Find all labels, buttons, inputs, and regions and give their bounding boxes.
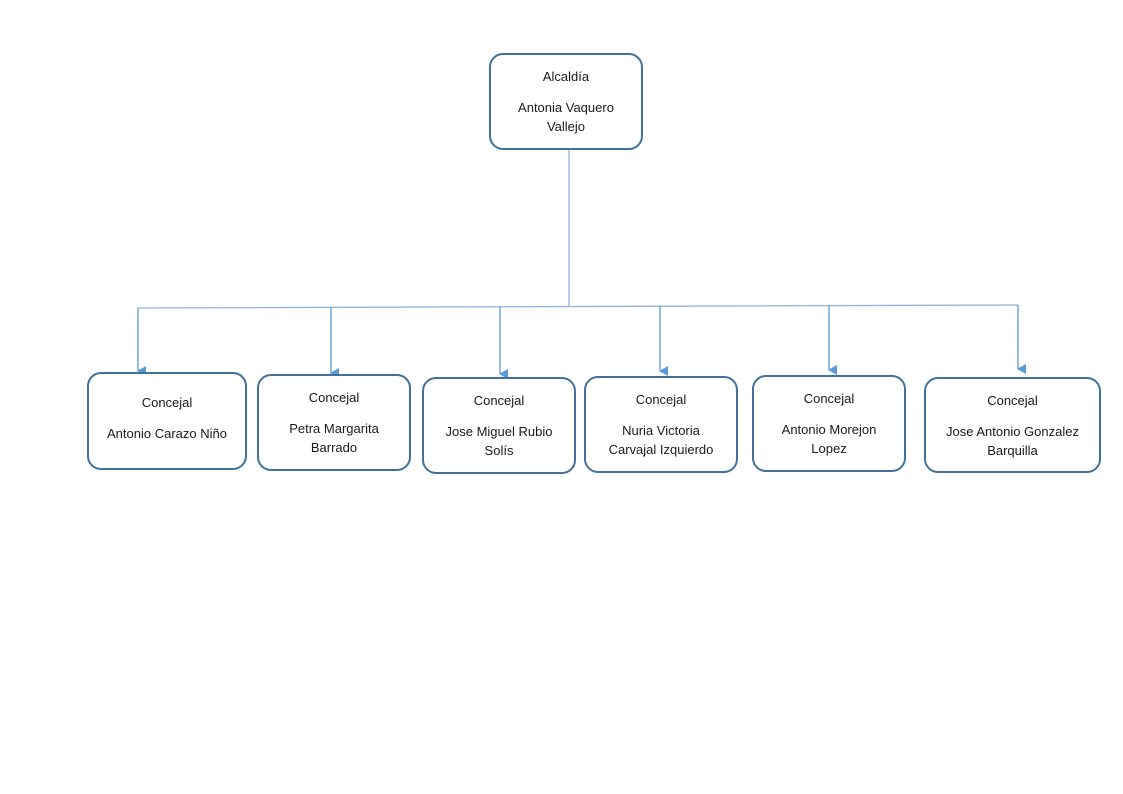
node-concejal-1: Concejal Antonio Carazo Niño — [87, 372, 247, 470]
node-concejal-5: Concejal Antonio Morejon Lopez — [752, 375, 906, 472]
node-name: Jose Antonio Gonzalez Barquilla — [926, 422, 1099, 460]
node-role: Concejal — [473, 393, 525, 408]
node-name-line: Lopez — [811, 441, 847, 456]
node-name: Jose Miguel Rubio Solís — [424, 422, 574, 460]
node-alcaldia: Alcaldía Antonia Vaquero Vallejo — [489, 53, 643, 150]
node-name-line: Barrado — [310, 440, 358, 455]
node-name-line: Antonio Morejon — [781, 422, 877, 437]
node-role: Alcaldía — [542, 69, 590, 84]
node-name-line: Petra Margarita — [289, 421, 379, 436]
node-name-line: Jose Miguel Rubio — [445, 424, 553, 439]
node-role: Concejal — [987, 393, 1038, 408]
node-concejal-3: Concejal Jose Miguel Rubio Solís — [422, 377, 576, 474]
node-name: Antonio Carazo Niño — [89, 424, 245, 443]
node-role: Concejal — [141, 395, 193, 410]
node-name-line: Solís — [484, 443, 514, 458]
node-concejal-4: Concejal Nuria Victoria Carvajal Izquier… — [584, 376, 738, 473]
node-name-line: Jose Antonio Gonzalez — [946, 424, 1079, 439]
node-concejal-6: Concejal Jose Antonio Gonzalez Barquilla — [924, 377, 1101, 473]
node-name-line: Antonia Vaquero — [518, 100, 614, 115]
branch-bus-line — [137, 304, 1019, 309]
node-role: Concejal — [308, 390, 360, 405]
node-name-line: Barquilla — [987, 443, 1038, 458]
node-role: Concejal — [803, 391, 855, 406]
node-name: Nuria Victoria Carvajal Izquierdo — [586, 421, 736, 459]
node-name-line: Carvajal Izquierdo — [608, 442, 714, 457]
node-name: Antonio Morejon Lopez — [754, 420, 904, 458]
node-name: Petra Margarita Barrado — [259, 419, 409, 457]
node-name: Antonia Vaquero Vallejo — [491, 98, 641, 136]
node-name-line: Vallejo — [546, 119, 586, 134]
node-concejal-2: Concejal Petra Margarita Barrado — [257, 374, 411, 471]
node-role: Concejal — [635, 392, 687, 407]
node-name-line: Antonio Carazo Niño — [107, 426, 227, 441]
node-name-line: Nuria Victoria — [622, 423, 700, 438]
